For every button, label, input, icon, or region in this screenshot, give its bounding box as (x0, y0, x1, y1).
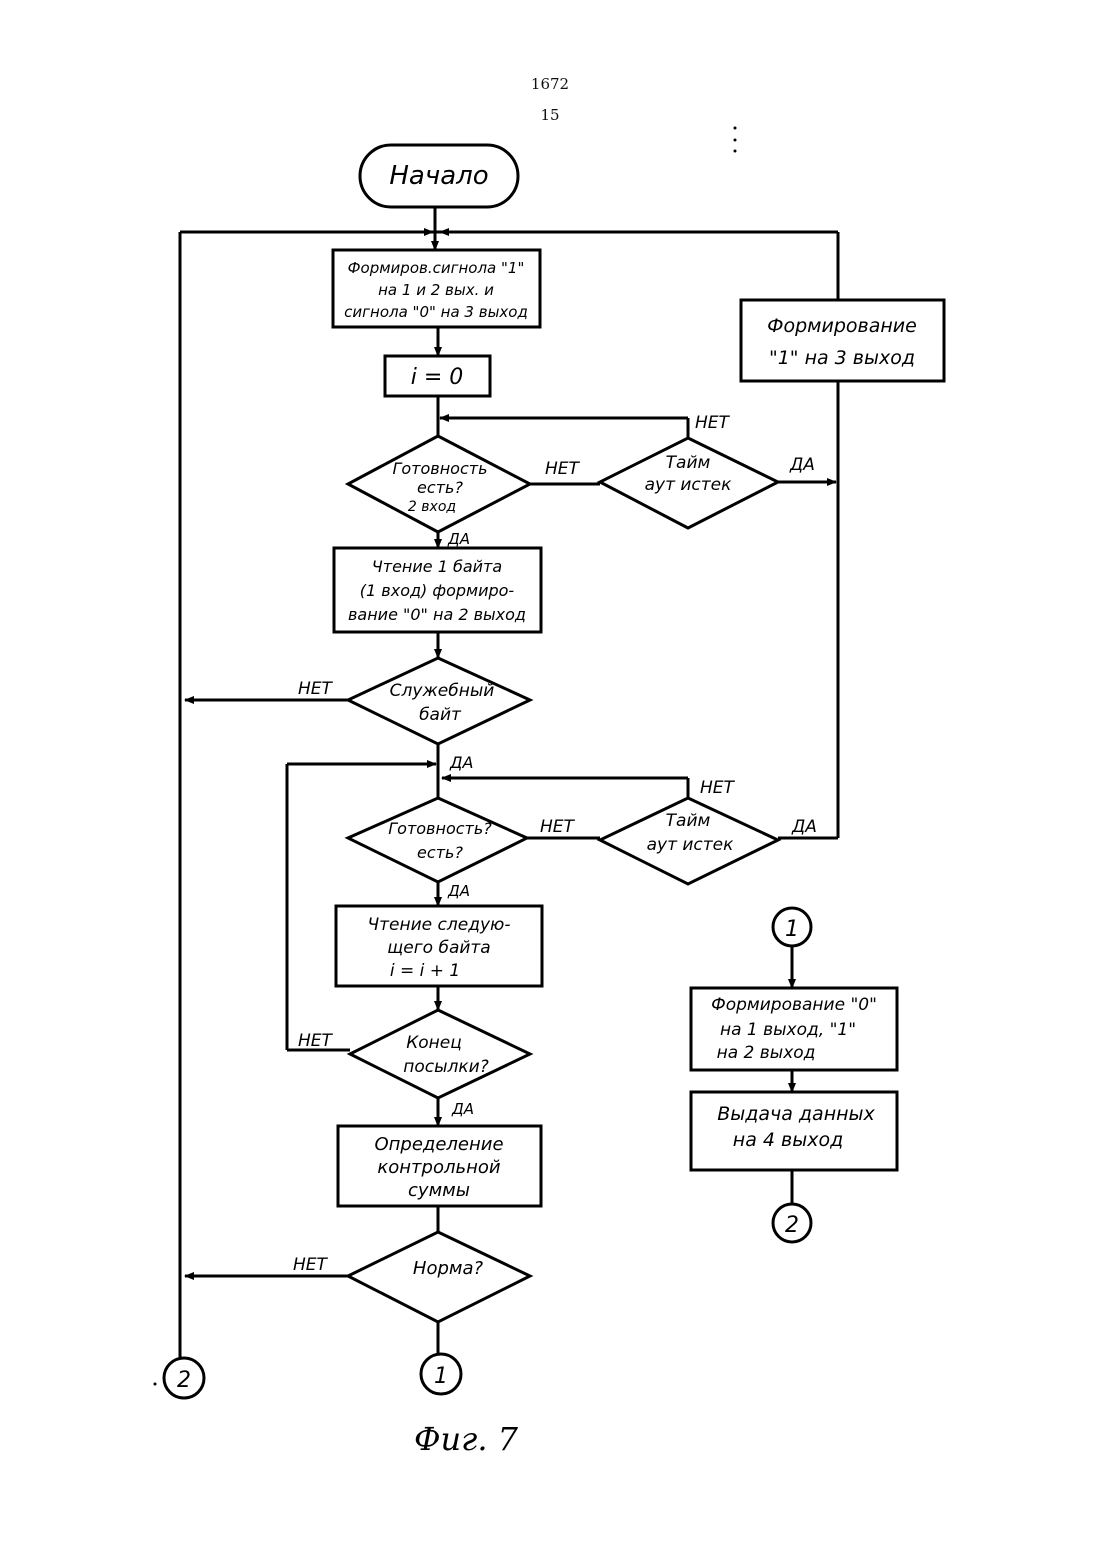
service-byte-diamond: Служебный байт (348, 658, 530, 744)
no-label: НЕТ (545, 459, 581, 479)
checksum-line-1: Определение (374, 1134, 503, 1155)
yes-label: ДА (447, 882, 470, 900)
end-of-message-diamond: Конец посылки? (350, 1010, 530, 1098)
read-first-byte-line-3: вание "0" на 2 выход (348, 605, 526, 624)
read-next-byte-line-3: i = i + 1 (390, 961, 460, 981)
init-signals-line-3: сигнола "0" на 3 выход (344, 303, 528, 321)
timeout-1-diamond: Тайм аут истек (600, 438, 778, 528)
connector-2-right: 2 (773, 1204, 811, 1242)
form-one-out3-box: Формирование "1" на 3 выход (741, 300, 944, 381)
timeout-1-line-2: аут истек (645, 475, 733, 495)
service-byte-line-2: байт (419, 705, 462, 725)
ready-check-2-line-1: Готовность? (388, 819, 492, 838)
start-terminal: Начало (360, 145, 518, 207)
timeout-2-line-1: Тайм (666, 811, 711, 831)
init-signals-line-1: Формиров.сигнола "1" (348, 259, 525, 277)
set-i-zero-box: i = 0 (385, 356, 490, 396)
timeout-2-line-2: аут истек (647, 835, 735, 855)
no-label: НЕТ (298, 1031, 334, 1051)
form-outputs-box: Формирование "0" на 1 выход, "1" на 2 вы… (691, 988, 897, 1070)
connector-2-bottom-left-label: 2 (177, 1368, 191, 1393)
connector-1-top-right: 1 (773, 908, 811, 946)
read-next-byte-line-1: Чтение следую- (368, 915, 511, 935)
no-label: НЕТ (293, 1255, 329, 1275)
connector-1-top-right-label: 1 (785, 917, 799, 942)
norm-check-label: Норма? (413, 1258, 484, 1279)
read-first-byte-line-2: (1 вход) формиро- (360, 581, 515, 600)
form-one-out3-line-1: Формирование (767, 315, 917, 337)
checksum-box: Определение контрольной суммы (338, 1126, 541, 1206)
connector-2-bottom-left: 2 (164, 1358, 204, 1398)
form-outputs-line-2: на 1 выход, "1" (720, 1020, 856, 1040)
ready-check-1-line-1: Готовность (392, 459, 487, 478)
read-first-byte-line-1: Чтение 1 байта (372, 557, 502, 576)
output-data-box: Выдача данных на 4 выход (691, 1092, 897, 1170)
ready-check-1-line-3: 2 вход (408, 499, 456, 515)
read-next-byte-box: Чтение следую- щего байта i = i + 1 (336, 906, 542, 986)
yes-label: ДА (791, 817, 817, 837)
no-label: НЕТ (540, 817, 576, 837)
read-first-byte-box: Чтение 1 байта (1 вход) формиро- вание "… (334, 548, 541, 632)
end-of-message-line-2: посылки? (403, 1057, 489, 1077)
ready-check-2-line-2: есть? (417, 843, 463, 862)
form-outputs-line-1: Формирование "0" (711, 995, 877, 1015)
no-label: НЕТ (298, 679, 334, 699)
start-label: Начало (389, 161, 488, 191)
ready-check-1-line-2: есть? (417, 478, 463, 497)
end-of-message-line-1: Конец (406, 1033, 462, 1053)
norm-check-diamond: Норма? (348, 1232, 530, 1322)
no-label: НЕТ (700, 778, 736, 798)
timeout-1-line-1: Тайм (666, 453, 711, 473)
form-one-out3-line-2: "1" на 3 выход (769, 347, 915, 369)
connector-2-right-label: 2 (785, 1213, 799, 1238)
set-i-zero-label: i = 0 (411, 365, 464, 390)
connector-1-bottom: 1 (421, 1354, 461, 1394)
output-data-line-1: Выдача данных (717, 1103, 875, 1125)
output-data-line-2: на 4 выход (733, 1129, 843, 1151)
ready-check-2-diamond: Готовность? есть? (348, 798, 527, 882)
ready-check-1-diamond: Готовность есть? 2 вход (348, 436, 530, 532)
form-outputs-line-3: на 2 выход (717, 1043, 816, 1063)
read-next-byte-line-2: щего байта (387, 938, 490, 958)
init-signals-box: Формиров.сигнола "1" на 1 и 2 вых. и сиг… (333, 250, 540, 327)
init-signals-line-2: на 1 и 2 вых. и (378, 281, 494, 299)
yes-label: ДА (789, 455, 815, 475)
checksum-line-2: контрольной (377, 1157, 500, 1178)
timeout-2-diamond: Тайм аут истек (600, 798, 778, 884)
yes-label: ДА (449, 753, 473, 772)
connector-1-bottom-label: 1 (434, 1364, 448, 1389)
figure-caption: Фиг. 7 (414, 1420, 519, 1458)
no-label: НЕТ (695, 413, 731, 433)
checksum-line-3: суммы (408, 1180, 470, 1201)
yes-label: ДА (451, 1100, 474, 1118)
yes-label: ДА (447, 530, 470, 548)
service-byte-line-1: Служебный (390, 681, 495, 701)
